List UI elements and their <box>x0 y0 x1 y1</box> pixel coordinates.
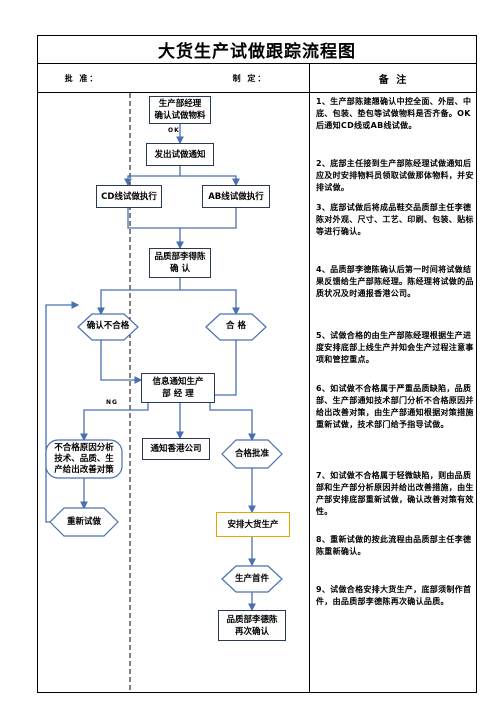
first-piece-label: 生产首件 <box>234 574 269 584</box>
retry-label: 重新试做 <box>66 517 101 527</box>
page-frame <box>37 35 477 693</box>
mgr-confirm-box: 生产部经理 确认试做物料 <box>149 96 211 124</box>
note-8: 8、重新试做的按此流程由品质部主任李德陈重新确认。 <box>316 535 472 556</box>
analysis-rounded-box <box>45 439 123 479</box>
note-4: 4、品质部李德陈确认后第一时间将试做结果反馈给生产部陈经理。陈经理将试做的品质状… <box>316 265 474 298</box>
info-notice-box: 信息通知生产 部 经 理 <box>141 373 215 403</box>
qa-confirm-box: 品质部李得陈 确 认 <box>149 248 211 278</box>
pass-diamond <box>205 313 267 341</box>
note-9: 9、试做合格安排大货生产，底部须制作首件，由品质部李德陈再次确认品质。 <box>316 585 472 606</box>
cd-exec-box: CD线试做执行 <box>96 185 162 208</box>
ab-exec-box: AB线试做执行 <box>202 185 270 208</box>
approve-diamond <box>221 439 283 469</box>
approve-label: 批 准： <box>64 73 100 83</box>
arrow-qa-to-pass <box>180 289 240 316</box>
fail-diamond <box>77 313 139 341</box>
first-piece-diamond <box>221 565 283 593</box>
made-label: 制 定： <box>232 73 268 83</box>
arrow-cd-to-qa <box>127 208 184 250</box>
arrange-mass-box: 安排大货生产 <box>216 512 290 537</box>
note-6: 6、如试做不合格属于严重品质缺陷，品质部、生产部通知技术部门分析不合格原因并给出… <box>316 384 474 429</box>
arrow-fail-to-info <box>100 340 143 384</box>
approve-label: 合格批准 <box>234 449 269 459</box>
fail-label: 确认不合格 <box>86 321 130 331</box>
pass-label: 合 格 <box>226 321 246 331</box>
note-5: 5、试做合格的由生产部陈经理根据生产进度安排底部上线生产并知会生产过程注意事项和… <box>316 331 474 364</box>
remarks-label: 备 注 <box>378 74 409 86</box>
arrow-info-to-approve <box>209 403 256 442</box>
ng-tag: NG <box>106 399 118 406</box>
arrow-notice-to-ab <box>180 175 240 187</box>
analysis-label: 不合格原因分析 技术、品质、生 产给出改善对策 <box>54 443 114 475</box>
note-3: 3、底部试做后将成品鞋交品质部主任李德陈对外观、尺寸、工艺、印刷、包装、贴标等进… <box>316 203 474 236</box>
arrow-retry-loop <box>45 301 80 523</box>
note-1: 1、生产部陈建翘确认中控全面、外层、中底、包装、垫包等试做物料是否齐备。OK后通… <box>316 97 472 130</box>
arrow-notice-to-cd <box>124 166 181 187</box>
issue-notice-box: 发出试做通知 <box>146 143 214 166</box>
arrow-qa-to-fail <box>97 278 181 316</box>
retry-diamond <box>49 507 119 537</box>
ok-tag: OK <box>168 127 180 134</box>
note-2: 2、底部主任接到生产部陈经理试做通知后应及时安排物料员领取试做那体物料，并安排试… <box>316 159 474 192</box>
arrow-ab-to-qa <box>180 208 237 229</box>
page-title: 大货生产试做跟踪流程图 <box>37 35 477 64</box>
notes-divider <box>309 64 310 693</box>
qa-reconfirm-box: 品质部李德陈 再次确认 <box>218 610 286 641</box>
arrow-info-to-analysis <box>80 403 149 442</box>
header-bottom-line <box>37 92 477 93</box>
note-7: 7、如试做不合格属于轻微缺陷，则由品质部和生产部分析原因并给出改善措施，由生产部… <box>316 471 474 516</box>
notify-hk-box: 通知香港公司 <box>142 438 210 460</box>
